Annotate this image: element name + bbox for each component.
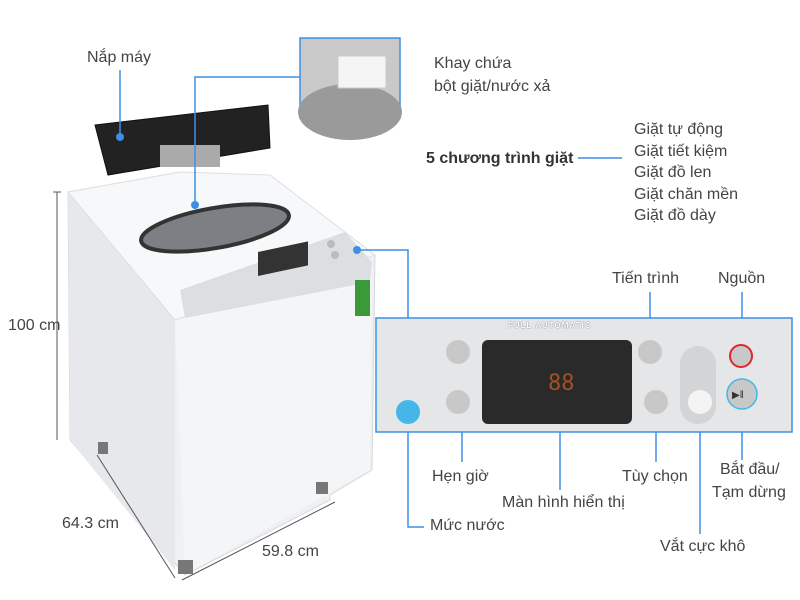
label-timer: Hẹn giờ: [432, 468, 489, 485]
program-button[interactable]: [446, 340, 470, 364]
progress-button[interactable]: [638, 340, 662, 364]
mini-display: [258, 241, 308, 276]
energy-label: [355, 280, 370, 316]
foot: [316, 482, 328, 494]
label-tray-2: bột giặt/nước xả: [434, 78, 551, 95]
label-display: Màn hình hiển thị: [502, 494, 625, 511]
label-extra-spin: Vắt cực khô: [660, 538, 746, 555]
program-item: Giặt tự động: [634, 121, 723, 138]
programs-list: Giặt tự động Giặt tiết kiệm Giặt đồ len …: [634, 119, 738, 227]
control-strip: [180, 232, 372, 318]
dimension-lines: [53, 191, 336, 581]
svg-text:▶ǁ: ▶ǁ: [732, 390, 744, 401]
panel-brand-text: FULL AUTOMATIC: [508, 321, 592, 330]
drum-opening: [139, 202, 291, 254]
power-button[interactable]: [729, 344, 753, 368]
dimension-width: 59.8 cm: [262, 543, 319, 560]
lid-dot: [116, 133, 124, 141]
water-level-button[interactable]: [396, 400, 420, 424]
display-digits: 88: [548, 371, 575, 396]
mini-power-button: [327, 240, 335, 248]
start-pause-button[interactable]: [726, 378, 758, 410]
dimension-depth: 64.3 cm: [62, 515, 119, 532]
lid: [94, 104, 271, 176]
lid-window: [160, 145, 220, 167]
label-start-pause-1: Bắt đầu/: [720, 461, 780, 478]
label-power: Nguồn: [718, 270, 766, 287]
timer-button[interactable]: [446, 390, 470, 414]
program-item: Giặt đồ dày: [634, 207, 716, 224]
machine-front: [175, 262, 372, 575]
foot: [98, 442, 108, 454]
label-tray-1: Khay chứa: [434, 55, 512, 72]
label-water-level: Mức nước: [430, 517, 505, 534]
label-start-pause-2: Tạm dừng: [712, 484, 786, 501]
label-options: Tùy chọn: [622, 468, 688, 485]
options-button[interactable]: [644, 390, 668, 414]
panel-dot: [353, 246, 361, 254]
tray-dot: [191, 201, 199, 209]
extra-spin-button[interactable]: [688, 390, 712, 414]
program-item: Giặt chăn mền: [634, 185, 739, 203]
foot: [178, 560, 193, 574]
label-lid: Nắp máy: [87, 49, 152, 66]
label-progress: Tiến trình: [612, 270, 679, 287]
program-item: Giặt đồ len: [634, 164, 712, 181]
program-item: Giặt tiết kiệm: [634, 142, 728, 160]
programs-title: 5 chương trình giặt: [426, 150, 574, 167]
mini-start-button: [331, 251, 339, 259]
dimension-height: 100 cm: [8, 317, 61, 334]
control-panel-closeup: 88 ▶ǁ: [375, 317, 793, 433]
